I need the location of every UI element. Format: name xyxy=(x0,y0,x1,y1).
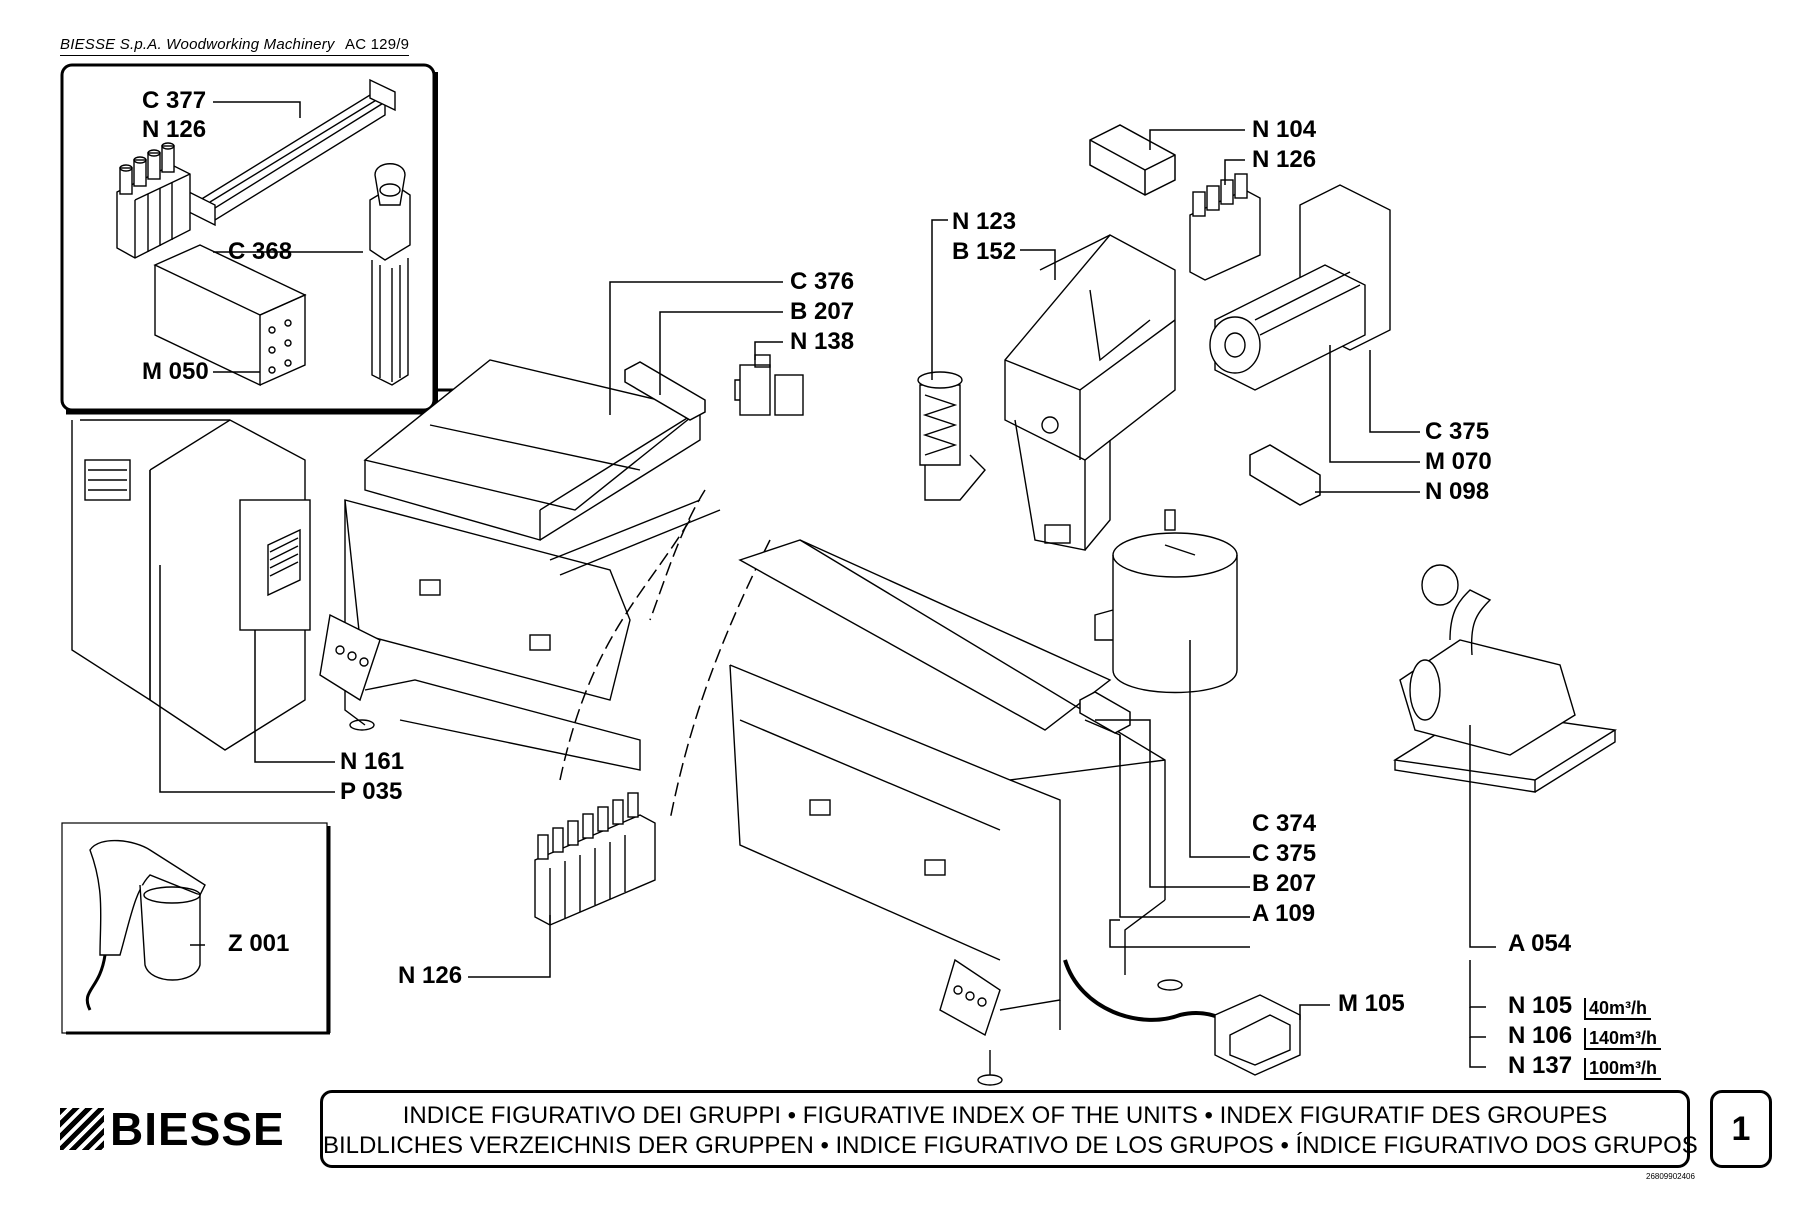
vacuum-pump-a054 xyxy=(1393,564,1617,793)
logo-stripes xyxy=(60,1108,104,1150)
label-b207-top: B 207 xyxy=(790,298,855,325)
label-c377: C 377 xyxy=(142,87,207,114)
label-n126-bottom: N 126 xyxy=(398,962,463,989)
label-n123: N 123 xyxy=(952,208,1017,235)
label-n137: N 137 xyxy=(1508,1052,1573,1079)
label-m070: M 070 xyxy=(1425,448,1492,475)
doc-number: 26809902406 xyxy=(1646,1172,1695,1181)
valve-block-n126-top xyxy=(1189,173,1261,281)
extraction-fan-c374 xyxy=(1094,509,1238,694)
foot-pedal-m105 xyxy=(1063,959,1301,1076)
flow-rate-n137: 100m³/h xyxy=(1584,1058,1662,1080)
electrical-cabinet xyxy=(71,419,311,751)
chip-hood-b152 xyxy=(1004,234,1176,551)
label-z001: Z 001 xyxy=(228,930,290,957)
title-line-1: INDICE FIGURATIVO DEI GRUPPI • FIGURATIV… xyxy=(402,1102,1608,1129)
label-n105: N 105 xyxy=(1508,992,1573,1019)
flow-rate-n106: 140m³/h xyxy=(1584,1028,1662,1050)
page-number: 1 xyxy=(1710,1090,1772,1168)
label-c375-top: C 375 xyxy=(1425,418,1490,445)
label-b207-mid: B 207 xyxy=(1252,870,1317,897)
label-p035: P 035 xyxy=(340,778,403,805)
label-a109: A 109 xyxy=(1252,900,1316,927)
label-c368: C 368 xyxy=(228,238,293,265)
title-line-2: BILDLICHES VERZEICHNIS DER GRUPPEN • IND… xyxy=(323,1132,1698,1159)
valve-block-inset xyxy=(116,142,191,259)
flow-rate-n105: 40m³/h xyxy=(1584,998,1652,1020)
block-n098 xyxy=(1249,444,1321,506)
electrical-box-m050 xyxy=(153,244,307,387)
label-m105: M 105 xyxy=(1338,990,1405,1017)
motor-m070 xyxy=(1209,184,1391,391)
valve-block-n126-bottom xyxy=(534,792,656,926)
label-n126-top: N 126 xyxy=(1252,146,1317,173)
label-c374: C 374 xyxy=(1252,810,1317,837)
machine-left-section xyxy=(319,359,721,771)
label-n098: N 098 xyxy=(1425,478,1490,505)
lubricator-n123 xyxy=(917,371,986,501)
company-name: BIESSE S.p.A. Woodworking Machinery xyxy=(60,36,335,53)
label-n106: N 106 xyxy=(1508,1022,1573,1049)
machine-right-section xyxy=(729,539,1183,1086)
spray-gun-z001 xyxy=(85,839,206,1011)
logo-wordmark: BIESSE xyxy=(110,1103,285,1155)
label-n161: N 161 xyxy=(340,748,405,775)
profile-b207-mid xyxy=(1079,691,1131,734)
block-n104 xyxy=(1089,124,1176,196)
label-c376: C 376 xyxy=(790,268,855,295)
title-box: INDICE FIGURATIVO DEI GRUPPI • FIGURATIV… xyxy=(320,1090,1698,1168)
cylinder-c368 xyxy=(369,163,411,386)
label-n126-inset: N 126 xyxy=(142,116,207,143)
label-b152: B 152 xyxy=(952,238,1017,265)
label-c375-mid: C 375 xyxy=(1252,840,1317,867)
filter-regulator-n138 xyxy=(734,354,804,416)
document-code: AC 129/9 xyxy=(345,36,410,53)
document-header: BIESSE S.p.A. Woodworking Machinery AC 1… xyxy=(60,36,410,56)
label-a054: A 054 xyxy=(1508,930,1572,957)
profile-b207-top xyxy=(624,361,706,421)
label-n104: N 104 xyxy=(1252,116,1317,143)
biesse-logo: BIESSE xyxy=(60,1106,285,1152)
label-n138: N 138 xyxy=(790,328,855,355)
label-m050: M 050 xyxy=(142,358,209,385)
